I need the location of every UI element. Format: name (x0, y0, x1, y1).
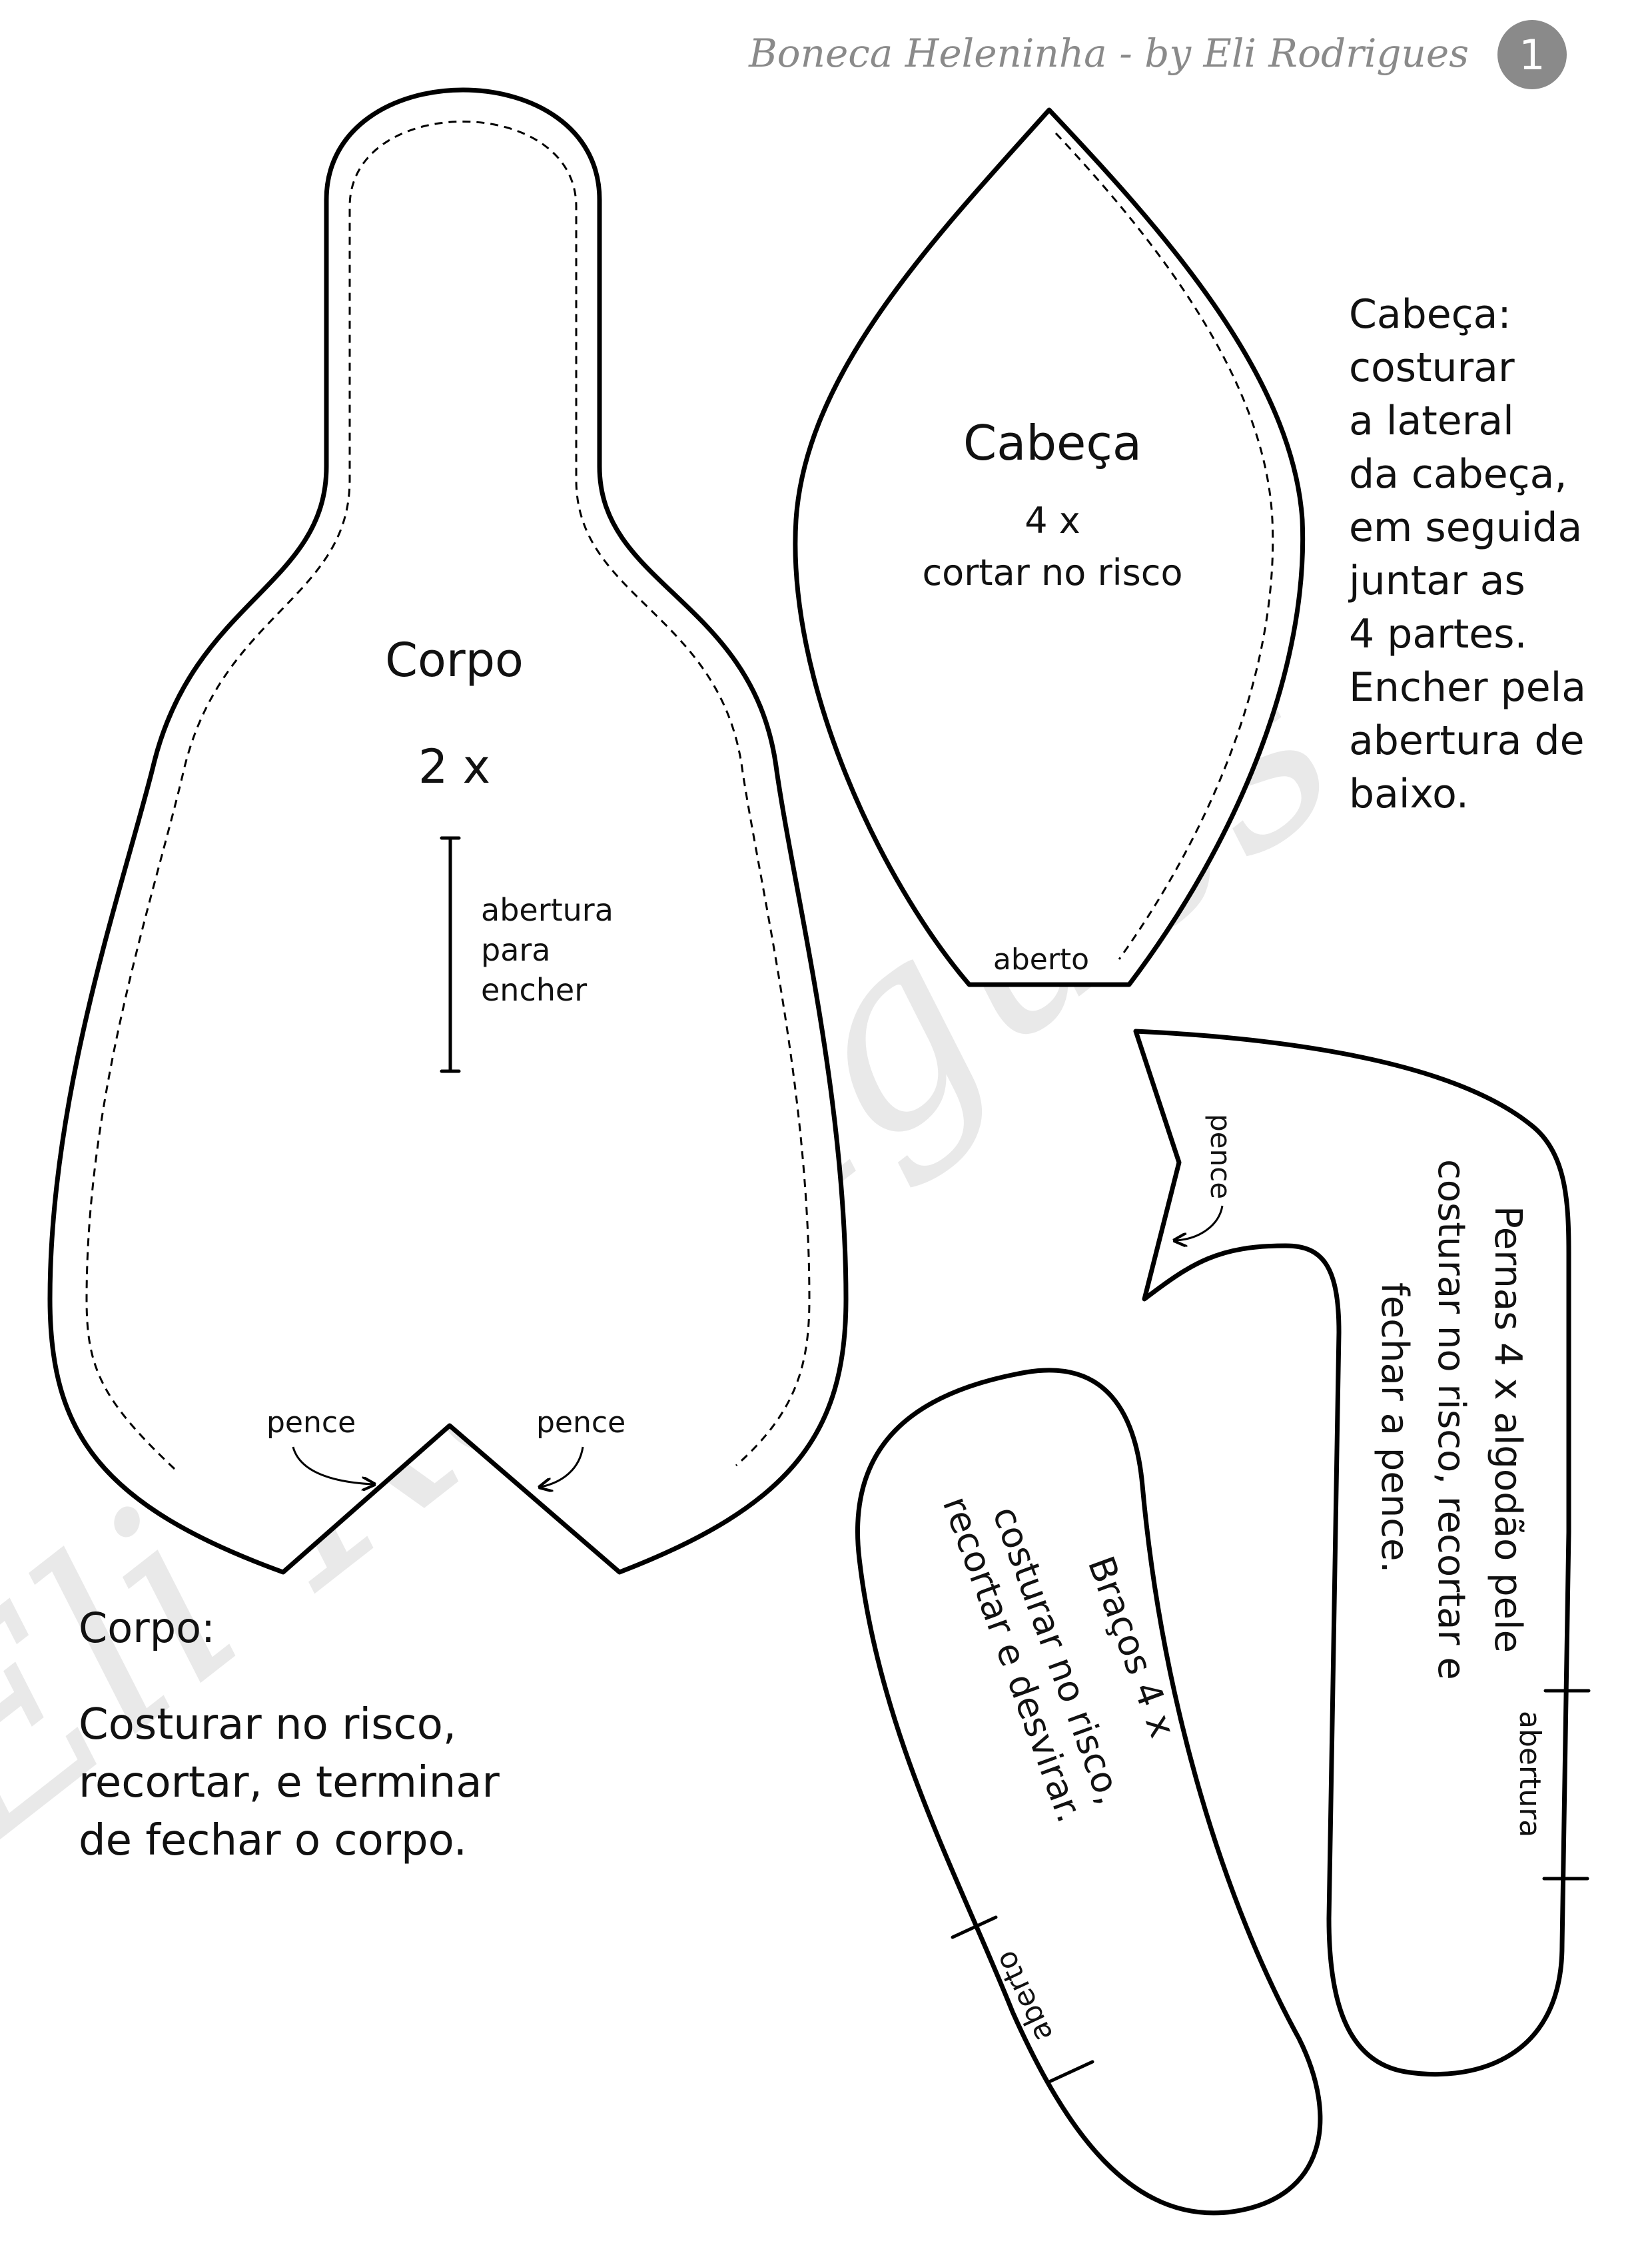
cabeca-subtitle: cortar no risco (922, 552, 1182, 594)
bracos-opening-mark-bottom (1047, 2060, 1094, 2084)
bracos-cut-line (855, 1368, 1323, 2216)
page-number: 1 (1519, 31, 1545, 79)
corpo-instructions-heading: Corpo: (79, 1603, 215, 1652)
pernas-dart-arrow (1176, 1205, 1224, 1240)
corpo-opening-label-1: abertura (481, 892, 614, 928)
corpo-dart-arrow-right (541, 1446, 584, 1487)
corpo-title: Corpo (385, 633, 524, 687)
cabeca-instruction-line-2: costurar (1349, 344, 1515, 391)
cabeca-count: 4 x (1025, 500, 1080, 542)
corpo-opening-label-3: encher (481, 972, 587, 1008)
cabeca-pattern-piece: Cabeça 4 x cortar no risco aberto (793, 107, 1306, 987)
page-number-badge (1497, 20, 1567, 89)
pernas-instruction-line-1: Pernas 4 x algodão pele (1486, 1206, 1529, 1653)
cabeca-instruction-line-10: baixo. (1349, 771, 1469, 817)
bracos-opening-mark-top (951, 1915, 998, 1939)
corpo-opening-label-2: para (481, 932, 551, 968)
corpo-count: 2 x (418, 739, 490, 794)
cabeca-instruction-line-7: 4 partes. (1349, 611, 1527, 658)
pernas-pattern-piece: pence abertura Pernas 4 x algodão pele c… (1133, 1029, 1591, 2077)
cabeca-instruction-line-8: Encher pela (1349, 664, 1586, 711)
corpo-cut-line (47, 87, 849, 1575)
pernas-opening-label: abertura (1513, 1711, 1547, 1837)
corpo-dart-arrow-left (292, 1446, 373, 1484)
cabeca-title: Cabeça (963, 415, 1142, 471)
corpo-seam-line (85, 121, 811, 1470)
corpo-pattern-piece: Corpo 2 x abertura para encher pence pen… (47, 87, 849, 1575)
cabeca-instruction-line-3: a lateral (1349, 398, 1514, 444)
cabeca-instruction-line-1: Cabeça: (1349, 291, 1511, 338)
corpo-instructions-line-1: Costurar no risco, (79, 1700, 456, 1749)
cabeca-instruction-line-9: abertura de (1349, 717, 1585, 764)
pernas-instruction-line-3: fechar a pence. (1373, 1282, 1416, 1573)
cabeca-instruction-line-5: em seguida (1349, 504, 1582, 551)
cabeca-opening-label: aberto (993, 943, 1089, 977)
pernas-cut-line (1133, 1029, 1571, 2077)
cabeca-seam-line (1054, 132, 1274, 960)
cabeca-cut-line (793, 107, 1306, 987)
cabeca-instructions: Cabeça: costurar a lateral da cabeça, em… (1348, 291, 1586, 817)
corpo-instructions-line-3: de fechar o corpo. (79, 1816, 467, 1865)
bracos-pattern-piece: aberto Braços 4 x costurar no risco, rec… (855, 1368, 1323, 2216)
cabeca-instruction-line-6: juntar as (1348, 558, 1525, 604)
header: Boneca Heleninha - by Eli Rodrigues 1 (748, 20, 1567, 89)
corpo-dart-label-left: pence (266, 1406, 356, 1440)
corpo-dart-label-right: pence (536, 1406, 625, 1440)
header-title: Boneca Heleninha - by Eli Rodrigues (748, 31, 1469, 76)
cabeca-instruction-line-4: da cabeça, (1349, 451, 1567, 498)
pernas-dart-label: pence (1204, 1114, 1237, 1199)
corpo-instructions: Corpo: Costurar no risco, recortar, e te… (79, 1603, 500, 1865)
corpo-instructions-line-2: recortar, e terminar (79, 1758, 500, 1807)
pernas-instruction-line-2: costurar no risco, recortar e (1430, 1159, 1473, 1680)
